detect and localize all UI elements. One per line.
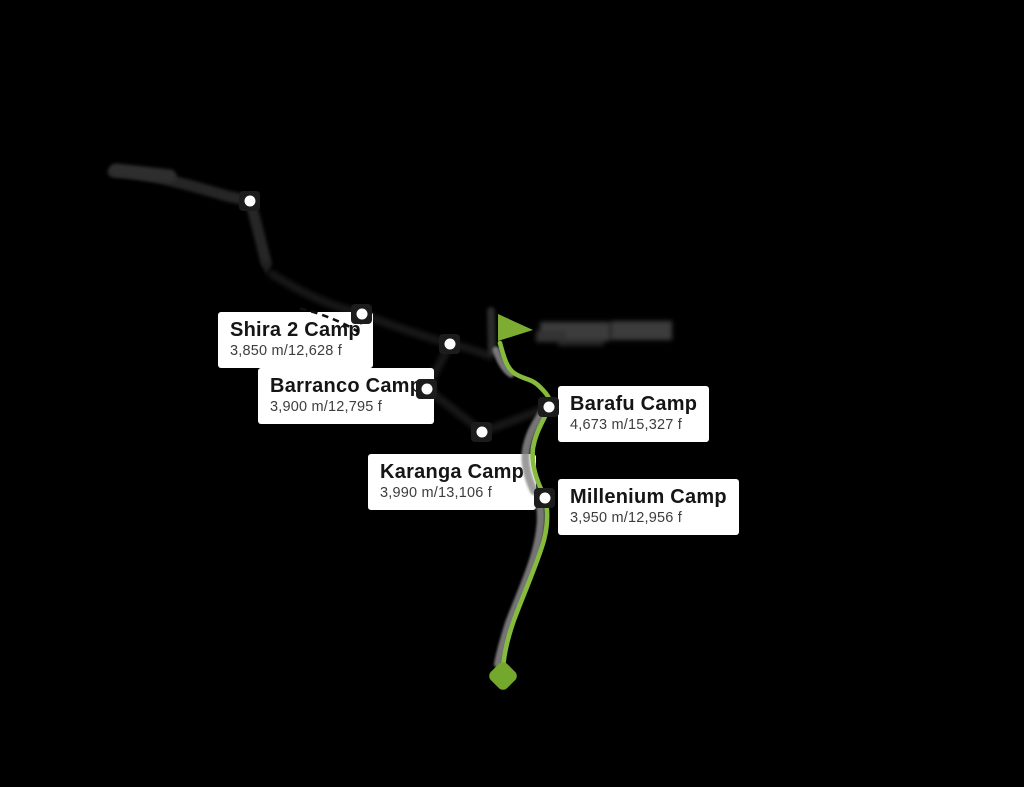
label-karanga-camp: Karanga Camp 3,990 m/13,106 f [368,454,537,510]
label-millenium-camp: Millenium Camp 3,950 m/12,956 f [558,479,739,535]
label-barafu-camp: Barafu Camp 4,673 m/15,327 f [558,386,710,442]
shira-2-camp-marker[interactable] [351,304,372,324]
millenium-camp-marker[interactable] [534,488,555,508]
camp-name: Millenium Camp [570,486,727,508]
camp-elevation: 3,850 m/12,628 f [230,343,343,359]
trail-junction-marker[interactable] [239,191,260,211]
karanga-camp-marker[interactable] [471,422,492,442]
lava-tower-marker[interactable] [439,334,460,354]
camp-name: Barafu Camp [570,393,698,415]
label-barranco-camp: Barranco Camp 3,900 m/12,795 f [258,368,435,424]
barranco-camp-marker[interactable] [416,379,437,399]
camp-name: Shira 2 Camp [230,319,361,341]
camp-elevation: 3,900 m/12,795 f [270,399,383,415]
finish-marker-icon[interactable] [487,660,520,693]
camp-elevation: 4,673 m/15,327 f [570,417,683,433]
camp-elevation: 3,990 m/13,106 f [380,485,493,501]
camp-name: Karanga Camp [380,461,525,483]
camp-elevation: 3,950 m/12,956 f [570,510,683,526]
camp-name: Barranco Camp [270,375,423,397]
label-shira-2-camp: Shira 2 Camp 3,850 m/12,628 f [218,312,373,368]
barafu-camp-marker[interactable] [538,397,559,417]
